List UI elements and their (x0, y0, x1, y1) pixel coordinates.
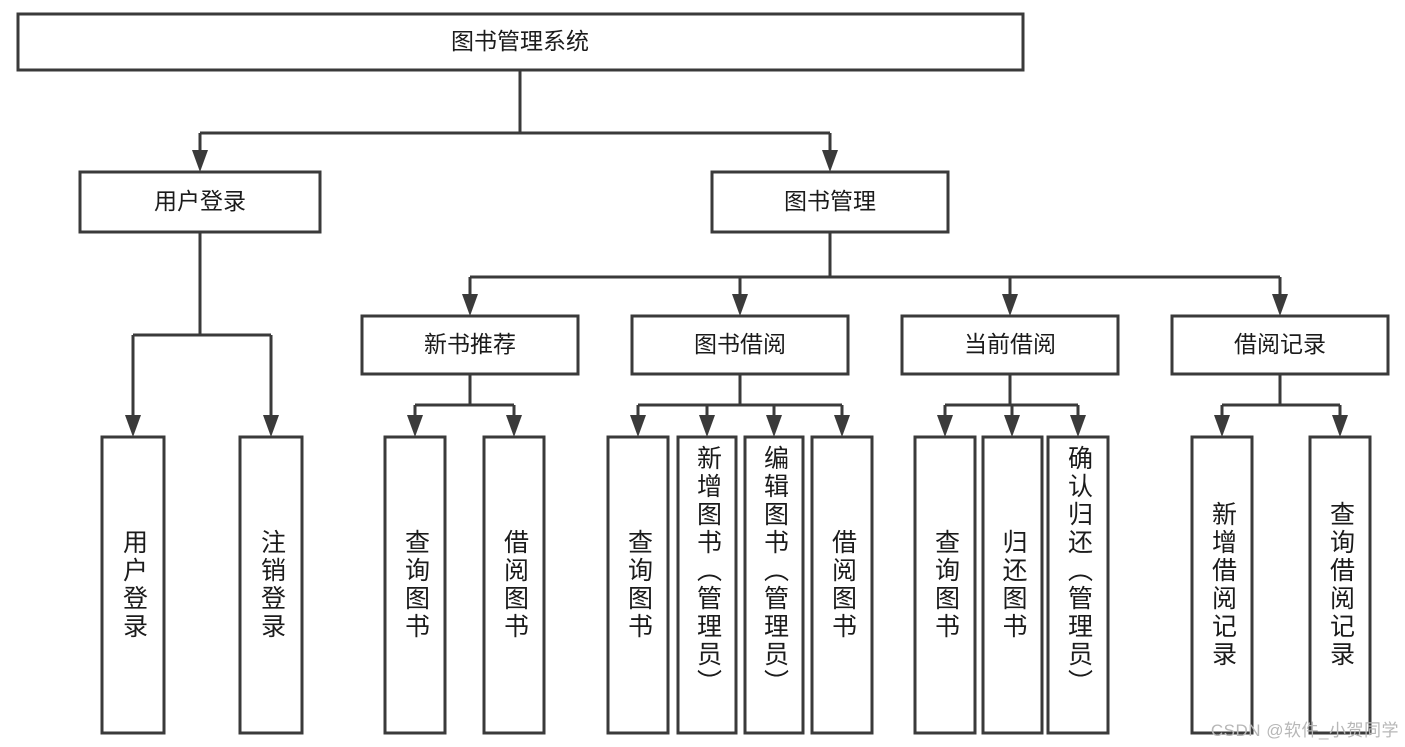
connector-group-new-book-rec (407, 374, 522, 437)
arrowhead-leaf-user-login (125, 415, 141, 437)
connector-group-borrow-record (1214, 374, 1348, 437)
node-book-mgmt[interactable]: 图书管理 (710, 170, 950, 234)
node-user-login-label: 用户登录 (154, 188, 246, 214)
leaf-box-query-book-nbr[interactable] (383, 435, 447, 735)
leaf-box-query-record[interactable] (1308, 435, 1372, 735)
node-root[interactable]: 图书管理系统 (16, 12, 1025, 72)
arrowhead-new-book-rec (462, 294, 478, 316)
node-borrow-record-label: 借阅记录 (1234, 331, 1326, 357)
connector-group-current-borrow (937, 374, 1086, 437)
node-book-borrow-label: 图书借阅 (694, 331, 786, 357)
arrowhead-bb-leaf2 (699, 415, 715, 437)
connector-group-book-borrow (630, 374, 850, 437)
leaf-box-edit-book[interactable] (743, 435, 805, 735)
leaf-box-add-record[interactable] (1190, 435, 1254, 735)
leaf-box-return-book[interactable] (981, 435, 1044, 735)
arrowhead-book-borrow (732, 294, 748, 316)
leaf-box-borrow-book-bb[interactable] (810, 435, 874, 735)
node-book-mgmt-label: 图书管理 (784, 188, 876, 214)
node-book-mgmt-box[interactable] (710, 170, 950, 234)
node-new-book-rec[interactable]: 新书推荐 (360, 314, 580, 376)
arrowhead-bb-leaf3 (766, 415, 782, 437)
leaf-box-user-login[interactable] (100, 435, 166, 735)
connector-group-user-login (125, 232, 279, 437)
node-current-borrow-box[interactable] (900, 314, 1120, 376)
leaf-box-logout[interactable] (238, 435, 304, 735)
arrowhead-user-login (192, 150, 208, 172)
node-borrow-record[interactable]: 借阅记录 (1170, 314, 1390, 376)
node-user-login[interactable]: 用户登录 (78, 170, 322, 234)
node-current-borrow[interactable]: 当前借阅 (900, 314, 1120, 376)
arrowhead-nbr-leaf2 (506, 415, 522, 437)
leaf-box-add-book[interactable] (676, 435, 738, 735)
leaf-box-confirm-return[interactable] (1046, 435, 1110, 735)
arrowhead-cb-leaf3 (1070, 415, 1086, 437)
watermark-text: CSDN @软件_小贺同学 (1210, 721, 1399, 740)
arrowhead-current-borrow (1002, 294, 1018, 316)
connector-group-root (192, 70, 838, 172)
node-root-label: 图书管理系统 (451, 28, 589, 54)
arrowhead-br-leaf1 (1214, 415, 1230, 437)
arrowhead-book-mgmt (822, 150, 838, 172)
connector-group-book-mgmt (462, 232, 1288, 316)
node-book-borrow[interactable]: 图书借阅 (630, 314, 850, 376)
arrowhead-cb-leaf1 (937, 415, 953, 437)
arrowhead-bb-leaf4 (834, 415, 850, 437)
node-user-login-box[interactable] (78, 170, 322, 234)
arrowhead-nbr-leaf1 (407, 415, 423, 437)
node-root-box[interactable] (16, 12, 1025, 72)
node-new-book-rec-box[interactable] (360, 314, 580, 376)
leaf-box-query-book-cb[interactable] (913, 435, 977, 735)
arrowhead-br-leaf2 (1332, 415, 1348, 437)
arrowhead-borrow-record (1272, 294, 1288, 316)
node-borrow-record-box[interactable] (1170, 314, 1390, 376)
node-new-book-rec-label: 新书推荐 (424, 331, 516, 357)
node-current-borrow-label: 当前借阅 (964, 331, 1056, 357)
leaf-box-borrow-book-nbr[interactable] (482, 435, 546, 735)
arrowhead-leaf-logout (263, 415, 279, 437)
node-book-borrow-box[interactable] (630, 314, 850, 376)
leaf-boxes (100, 435, 1372, 735)
arrowhead-cb-leaf2 (1004, 415, 1020, 437)
leaf-box-query-book-bb[interactable] (606, 435, 670, 735)
arrowhead-bb-leaf1 (630, 415, 646, 437)
